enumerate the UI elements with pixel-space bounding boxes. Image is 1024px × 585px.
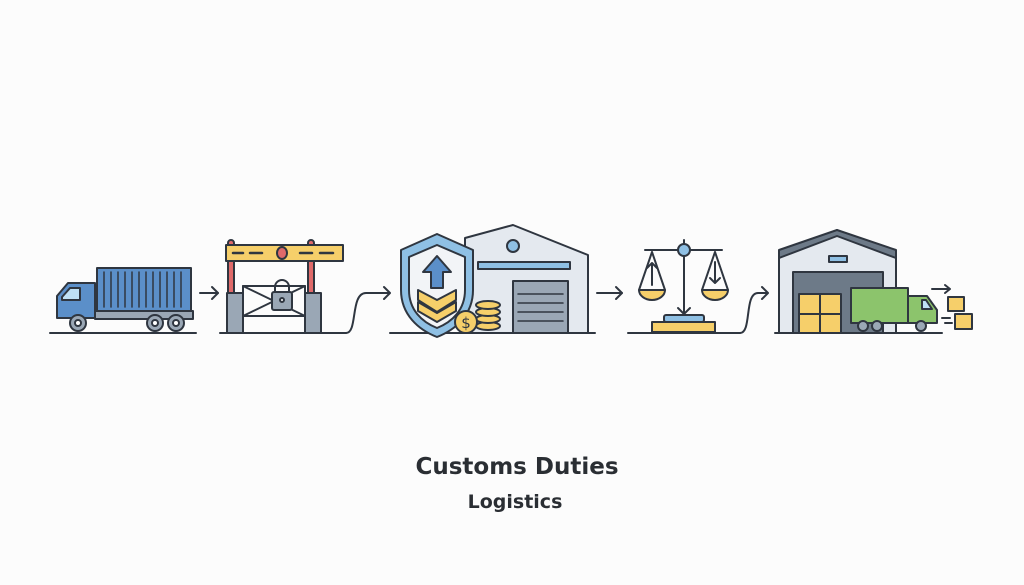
warehouse-delivery-icon: [774, 229, 973, 334]
svg-text:$: $: [461, 314, 471, 332]
caption-title: Customs Duties: [415, 454, 619, 480]
duty-shield-warehouse-icon: $: [389, 224, 596, 338]
curved-arrow-icon: [739, 286, 769, 334]
caption-subtitle: Logistics: [467, 491, 563, 513]
container-truck-icon: [49, 267, 197, 334]
customs-gate-lock-icon: [219, 239, 347, 334]
arrow-icon: [596, 286, 623, 300]
arrow-icon: [199, 286, 219, 300]
curved-arrow-icon: [345, 286, 391, 334]
balance-scale-icon: [627, 239, 741, 334]
